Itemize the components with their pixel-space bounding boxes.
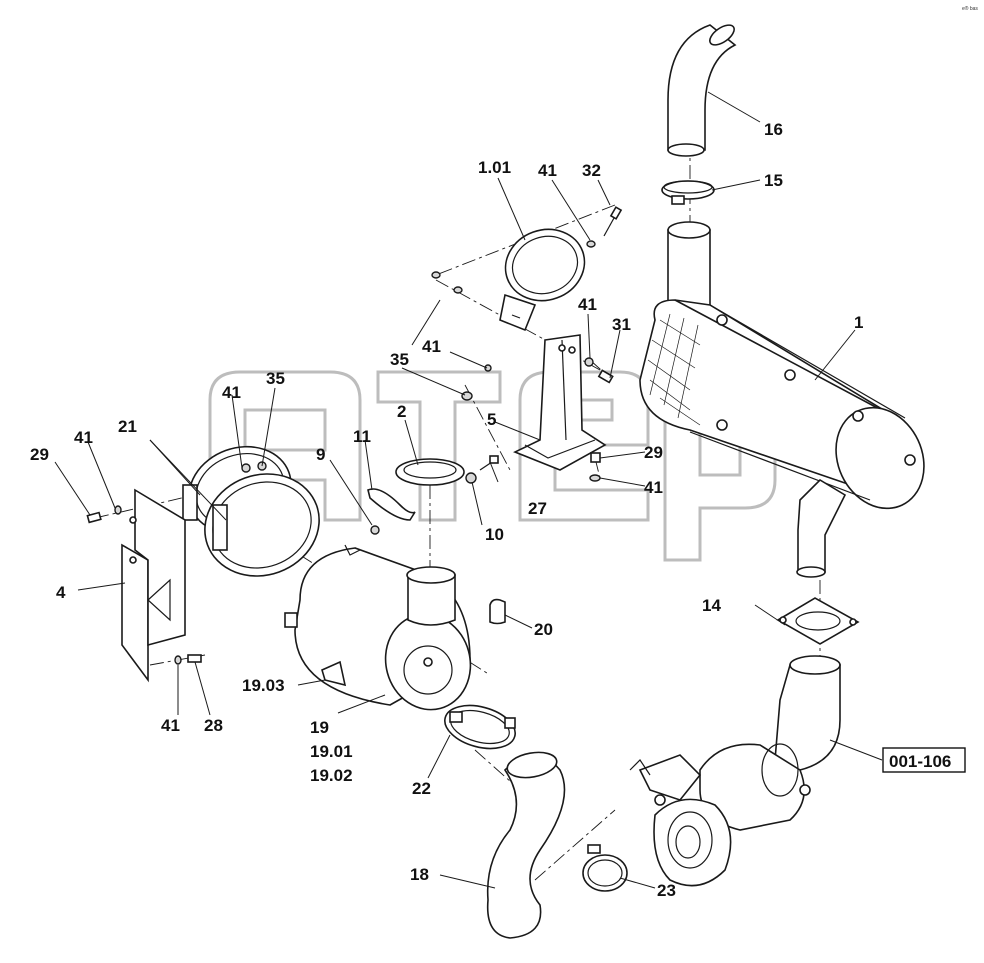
air-cleaner: [284, 544, 472, 711]
label-9: 9: [316, 445, 325, 464]
mounting-ring-2: [395, 458, 465, 486]
label-16: 16: [764, 120, 783, 139]
washer-41: [453, 286, 463, 294]
label-15: 15: [764, 171, 783, 190]
label-14: 14: [702, 596, 721, 615]
label-41-left2: 41: [74, 428, 93, 447]
label-27: 27: [528, 499, 547, 518]
label-41-c1: 41: [578, 295, 597, 314]
label-29-left: 29: [30, 445, 49, 464]
assembly-lines: [94, 40, 821, 881]
nut-9: [370, 525, 380, 535]
label-2: 2: [397, 402, 406, 421]
band-clamp-21: [182, 445, 320, 577]
label-10: 10: [485, 525, 504, 544]
bolt-32: [603, 206, 623, 237]
bolt-28: [187, 654, 202, 663]
label-28: 28: [204, 716, 223, 735]
label-20: 20: [534, 620, 553, 639]
half-clamp-11: [367, 488, 416, 521]
label-41-right: 41: [644, 478, 663, 497]
mounting-plate-4: [121, 488, 186, 683]
bolt-27: [479, 455, 499, 471]
washer-41-top: [586, 240, 596, 248]
label-11: 11: [353, 427, 371, 446]
bolt-31: [597, 369, 614, 384]
washer-41-bottom: [174, 655, 182, 665]
label-31: 31: [612, 315, 631, 334]
turbocharger-assembly: [629, 655, 841, 887]
label-41-c2: 41: [422, 337, 441, 356]
washer-41-right: [589, 474, 601, 482]
label-5: 5: [487, 410, 496, 429]
leader-lines: [54, 91, 883, 889]
label-19-02: 19.02: [310, 766, 353, 785]
mounting-bracket-5: [513, 334, 607, 471]
label-4: 4: [56, 583, 66, 602]
pipe-clamp-15: [661, 180, 715, 205]
label-29-right: 29: [644, 443, 663, 462]
exhaust-elbow-pipe: [667, 24, 737, 157]
bolt-29-left: [86, 511, 102, 524]
label-41-bottom: 41: [161, 716, 180, 735]
label-19: 19: [310, 718, 329, 737]
nut-35: [431, 271, 441, 279]
nut-35-mid: [461, 391, 473, 401]
label-1-01: 1.01: [478, 158, 511, 177]
label-23: 23: [657, 881, 676, 900]
washer-41-mid: [484, 364, 492, 372]
bolt-29-right: [590, 452, 601, 463]
washer-41-left: [114, 505, 122, 515]
muffler-band-clamp: [499, 228, 586, 332]
label-21: 21: [118, 417, 137, 436]
hose-clamp-22: [444, 704, 516, 750]
cap-20: [489, 598, 506, 625]
flange-gasket: [776, 597, 860, 645]
label-19-03: 19.03: [242, 676, 285, 695]
reference-label: 001-106: [889, 752, 951, 771]
label-35-center: 35: [390, 350, 409, 369]
label-22: 22: [412, 779, 431, 798]
intake-hose-18: [486, 751, 566, 939]
label-19-01: 19.01: [310, 742, 353, 761]
label-35-left: 35: [266, 369, 285, 388]
label-32: 32: [582, 161, 601, 180]
label-41-top: 41: [538, 161, 557, 180]
hose-clamp-23: [582, 844, 628, 892]
label-1: 1: [854, 313, 863, 332]
washer-41-bracket: [584, 357, 594, 367]
label-41-left1: 41: [222, 383, 241, 402]
corner-mark: e® bas: [962, 5, 978, 12]
muffler: [639, 221, 925, 578]
label-18: 18: [410, 865, 429, 884]
part-labels: 16 15 1.01 41 32 41 31 1 41 35 41 35 2 5…: [30, 120, 863, 900]
reference-box: 001-106: [882, 747, 966, 773]
nut-10: [465, 472, 477, 484]
